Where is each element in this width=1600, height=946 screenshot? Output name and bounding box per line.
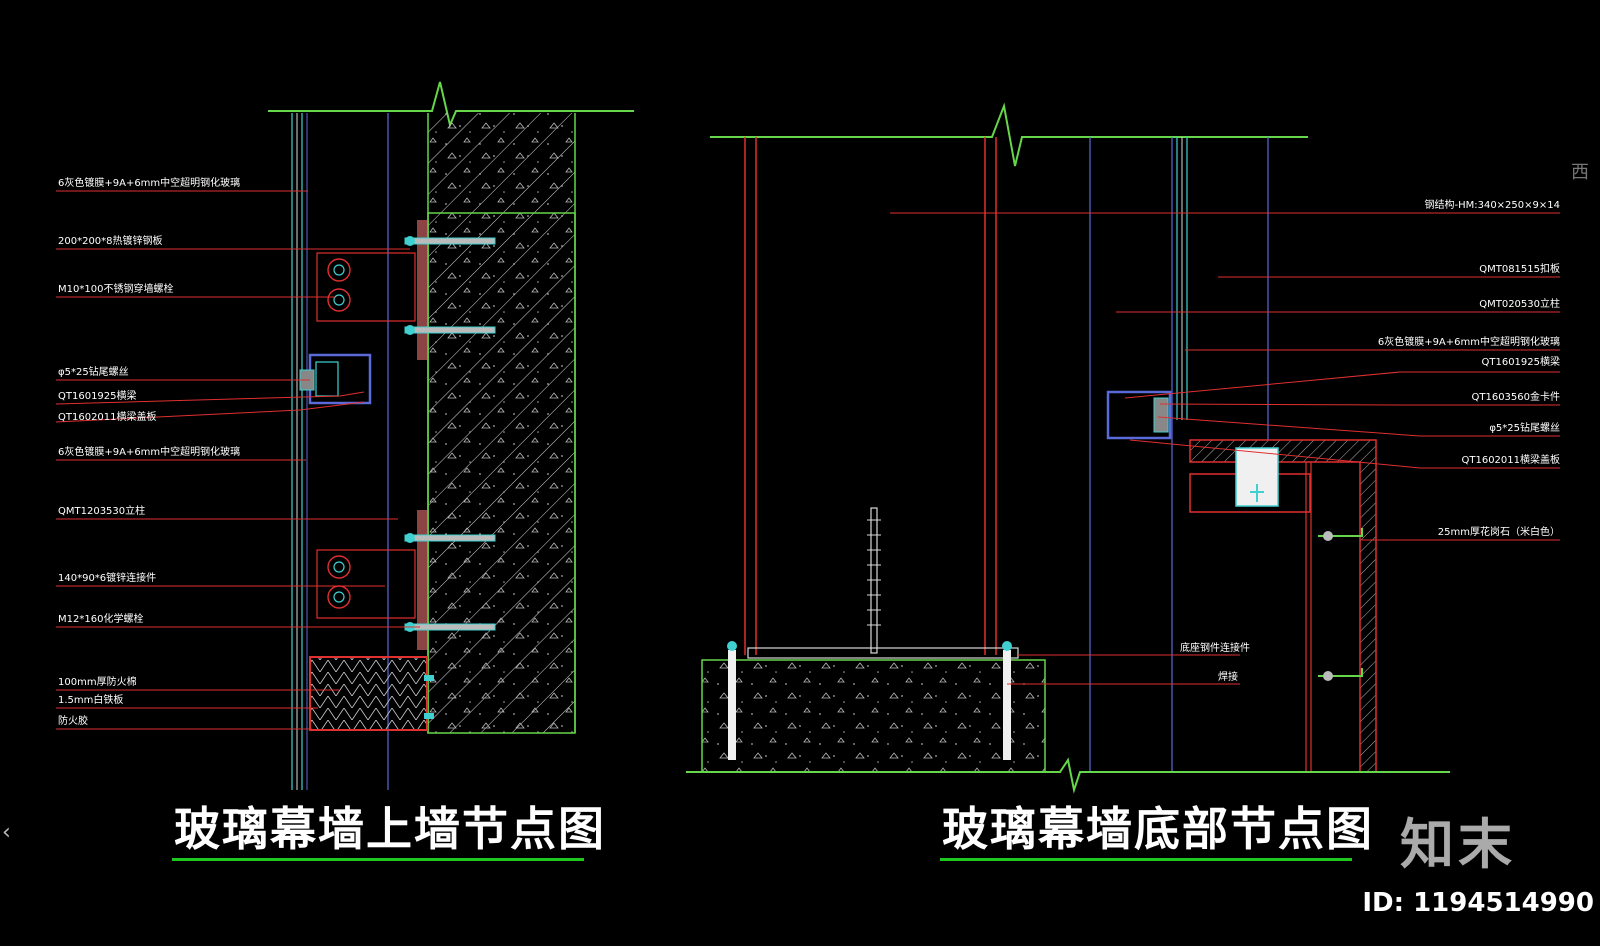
right-label-glass: 6灰色镀膜+9A+6mm中空超明钢化玻璃 (1377, 337, 1560, 348)
right-label-drill-screw: φ5*25钻尾螺丝 (1489, 423, 1560, 434)
left-label-through-bolt: M10*100不锈钢穿墙螺栓 (58, 284, 174, 295)
label-base-connector: 底座钢件连接件 (1180, 643, 1250, 654)
right-label-clip: QT1603560金卡件 (1471, 392, 1560, 403)
right-label-granite: 25mm厚花岗石（米白色） (1437, 527, 1560, 538)
right-break-line (710, 102, 1308, 167)
left-wall-concrete (428, 113, 575, 733)
title-right-underline (940, 858, 1352, 861)
right-label-cover-plate: QMT081515扣板 (1479, 264, 1560, 275)
right-label-steel-structure: 钢结构-HM:340×250×9×14 (1424, 200, 1560, 211)
title-right: 玻璃幕墙底部节点图 (942, 802, 1374, 856)
right-label-mullion: QMT020530立柱 (1479, 299, 1560, 310)
right-label-transom: QT1601925横梁 (1481, 357, 1560, 368)
left-label-steel-plate: 200*200*8热镀锌钢板 (58, 236, 163, 247)
left-break-line (268, 81, 634, 129)
right-label-transom-cover: QT1602011横梁盖板 (1461, 455, 1560, 466)
left-label-chemical-bolt: M12*160化学螺栓 (58, 614, 144, 625)
left-label-mullion: QMT1203530立柱 (58, 506, 146, 517)
label-welding: 焊接 (1218, 672, 1238, 683)
left-label-connector: 140*90*6镀锌连接件 (58, 573, 157, 584)
right-concrete-base (701, 659, 1046, 773)
fire-insulation (309, 656, 428, 731)
title-left-underline (172, 858, 584, 861)
left-label-glass-bottom: 6灰色镀膜+9A+6mm中空超明钢化玻璃 (58, 447, 241, 458)
chevron-left-icon[interactable]: ‹ (2, 820, 11, 845)
right-ground-line (686, 757, 1450, 794)
left-label-transom: QT1601925横梁 (58, 391, 137, 402)
left-detail (268, 81, 634, 790)
left-label-fire-sealant: 防火胶 (58, 716, 88, 727)
left-label-transom-cover: QT1602011横梁盖板 (58, 412, 157, 423)
title-left: 玻璃幕墙上墙节点图 (174, 802, 606, 856)
left-label-drill-screw: φ5*25钻尾螺丝 (58, 367, 129, 378)
right-detail (686, 102, 1450, 794)
left-label-glass-top: 6灰色镀膜+9A+6mm中空超明钢化玻璃 (58, 178, 241, 189)
resource-id: ID: 1194514990 (1362, 888, 1594, 918)
left-leaders (55, 190, 420, 730)
left-label-iron-sheet: 1.5mm白铁板 (58, 695, 124, 706)
brand-logo: 知末 (1400, 813, 1516, 876)
right-leaders (890, 212, 1560, 685)
left-label-fire-insulation: 100mm厚防火棉 (58, 677, 137, 688)
side-edge-char: 西 (1571, 162, 1589, 183)
